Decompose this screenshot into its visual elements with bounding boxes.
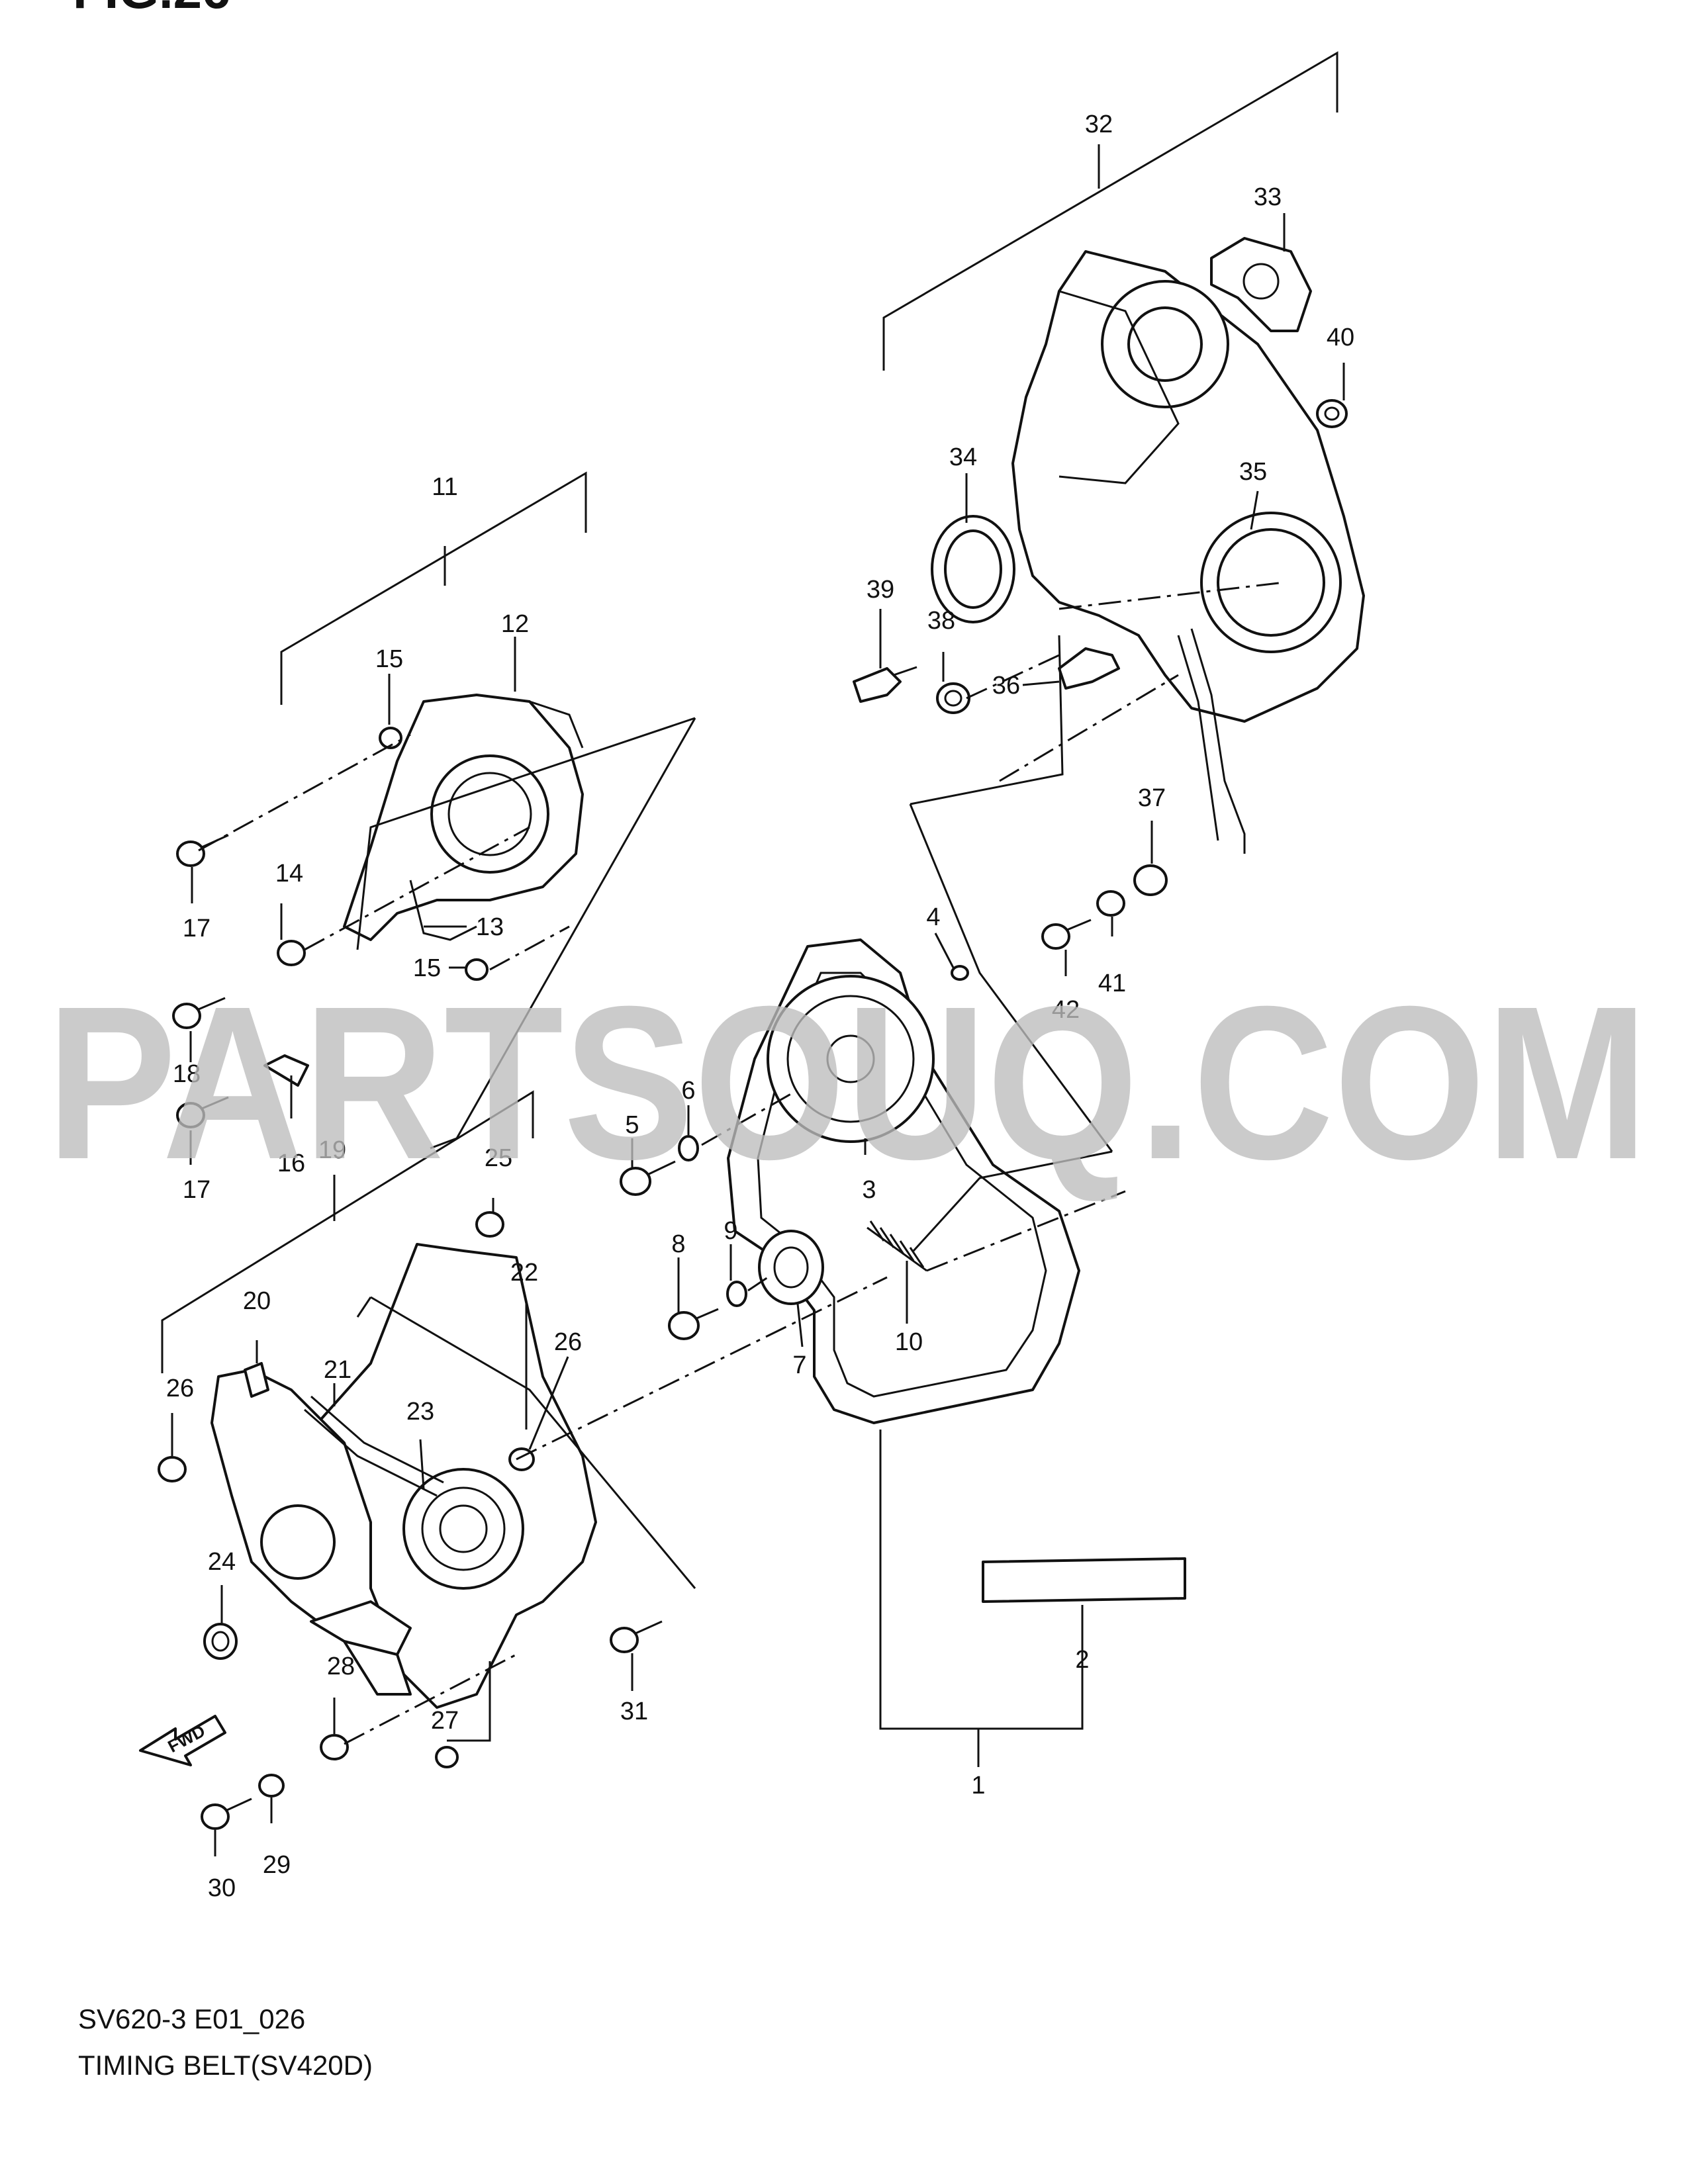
cover-clamp <box>1058 647 1120 690</box>
grommet <box>936 682 970 714</box>
cam-bracket <box>1210 237 1312 332</box>
bolt-17b <box>176 1096 229 1128</box>
grommet-15a <box>379 727 402 749</box>
callout-16: 16 <box>277 1150 305 1177</box>
callout-26b: 26 <box>554 1328 582 1356</box>
callout-26a: 26 <box>166 1375 194 1402</box>
bolt-18 <box>172 997 226 1029</box>
tensioner-spring <box>867 1220 927 1272</box>
callout-23: 23 <box>406 1398 434 1426</box>
washer-6 <box>678 1135 699 1161</box>
callout-5: 5 <box>625 1111 639 1139</box>
washer-9 <box>726 1281 747 1307</box>
callout-14: 14 <box>275 860 303 887</box>
callout-36: 36 <box>992 672 1020 700</box>
callout-12: 12 <box>501 610 529 638</box>
upper-timing-cover <box>343 694 584 941</box>
callout-labels: 1 2 3 4 5 6 7 8 9 10 11 12 13 14 15 15 1… <box>166 111 1354 1902</box>
lower-seal-strip <box>310 1600 412 1656</box>
clip <box>853 666 917 703</box>
callout-39: 39 <box>867 576 894 604</box>
grommet-26a <box>158 1456 187 1482</box>
callout-42: 42 <box>1052 996 1080 1024</box>
callout-22: 22 <box>510 1259 538 1287</box>
callout-38: 38 <box>927 607 955 635</box>
pin-20 <box>244 1362 269 1398</box>
tensioner-pulley <box>758 1230 824 1305</box>
callout-21: 21 <box>324 1356 352 1384</box>
callout-18: 18 <box>173 1060 201 1088</box>
bolt-8 <box>668 1308 719 1340</box>
centerlines <box>198 581 1285 1745</box>
callout-37: 37 <box>1138 784 1166 812</box>
grommet-27 <box>435 1746 459 1768</box>
callout-28: 28 <box>327 1653 355 1680</box>
callout-13: 13 <box>476 913 504 941</box>
callout-11: 11 <box>432 473 457 501</box>
callout-2: 2 <box>1075 1646 1089 1674</box>
callout-8: 8 <box>671 1230 685 1258</box>
callout-33: 33 <box>1254 183 1282 211</box>
callout-3: 3 <box>862 1176 876 1204</box>
callout-35: 35 <box>1239 458 1267 486</box>
callout-15a: 15 <box>375 645 403 673</box>
callout-20: 20 <box>243 1287 271 1315</box>
callout-25: 25 <box>485 1144 512 1172</box>
callout-19: 19 <box>318 1136 346 1164</box>
rubber-grommet-37 <box>1133 864 1168 896</box>
callout-29: 29 <box>263 1851 291 1879</box>
callout-9: 9 <box>724 1217 737 1245</box>
callout-27: 27 <box>431 1707 459 1735</box>
callout-leaders <box>171 213 1345 1856</box>
callout-41: 41 <box>1098 970 1126 997</box>
lower-timing-cover <box>303 1243 597 1709</box>
bolt-30 <box>201 1797 252 1830</box>
callout-24: 24 <box>208 1548 236 1576</box>
cam-sprocket <box>767 975 935 1143</box>
key-4 <box>951 965 969 981</box>
grommet-24 <box>203 1623 238 1660</box>
callout-4: 4 <box>926 903 940 931</box>
callout-31: 31 <box>620 1698 648 1725</box>
callout-17a: 17 <box>183 915 211 942</box>
diagram-title: TIMING BELT(SV420D) <box>78 2050 373 2081</box>
fwd-arrow-icon: FWD <box>139 1715 226 1766</box>
callout-10: 10 <box>895 1328 923 1356</box>
nut <box>1316 399 1348 428</box>
spacer-14 <box>277 940 306 966</box>
callout-32: 32 <box>1085 111 1113 138</box>
callout-15b: 15 <box>413 954 441 982</box>
bolt-42 <box>1041 919 1092 950</box>
bracket-lines <box>161 51 1338 1767</box>
clamp-16 <box>263 1054 309 1087</box>
washer-29 <box>258 1774 285 1797</box>
oil-seal <box>931 515 1015 623</box>
watermark: PARTSOUQ.COM <box>46 960 1648 1205</box>
callout-30: 30 <box>208 1874 236 1902</box>
label-plate <box>982 1557 1186 1603</box>
figure-title: FIG.26 <box>73 0 230 19</box>
callout-40: 40 <box>1327 324 1354 351</box>
gasket-13 <box>409 880 477 941</box>
grommet-25 <box>475 1211 504 1238</box>
grommet-15b <box>465 958 489 981</box>
bolt-5 <box>620 1160 676 1196</box>
rear-timing-cover <box>1011 250 1365 854</box>
callout-7: 7 <box>792 1351 806 1379</box>
spacer-28 <box>320 1734 349 1760</box>
callout-34: 34 <box>949 443 977 471</box>
callout-6: 6 <box>681 1077 695 1105</box>
bolt-31 <box>610 1620 663 1653</box>
callout-1: 1 <box>971 1772 985 1799</box>
bolt-17a <box>176 834 229 867</box>
washer-41 <box>1096 890 1125 917</box>
model-code: SV620-3 E01_026 <box>78 2003 305 2034</box>
callout-17b: 17 <box>183 1176 211 1204</box>
